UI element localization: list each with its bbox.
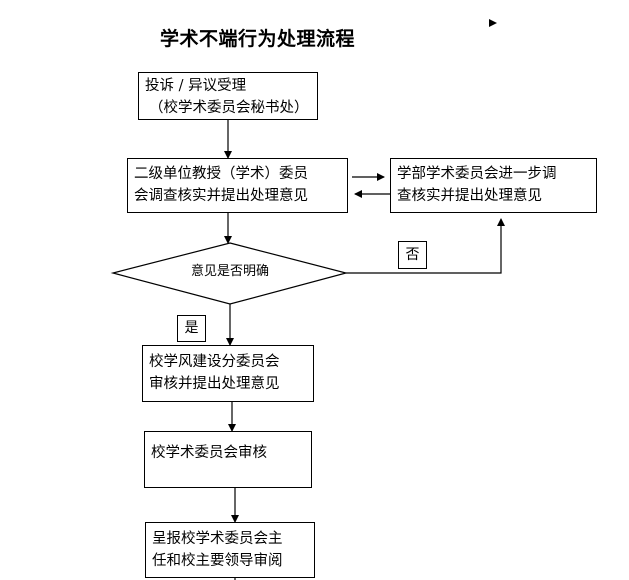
no-tag: 否 [398, 241, 427, 269]
academic-committee-line1: 校学术委员会审核 [151, 445, 267, 461]
faculty-review-box: 学部学术委员会进一步调 查核实并提出处理意见 [390, 158, 597, 213]
academic-committee-box: 校学术委员会审核 [144, 431, 312, 488]
page-title: 学术不端行为处理流程 [160, 28, 356, 50]
style-committee-box: 校学风建设分委员会 审核并提出处理意见 [142, 345, 314, 402]
style-committee-line1: 校学风建设分委员会 [149, 354, 280, 370]
complaint-intake-line2: （校学术委员会秘书处） [149, 100, 309, 116]
corner-mark-icon [489, 19, 497, 27]
second-level-review-box: 二级单位教授（学术）委员 会调查核实并提出处理意见 [127, 158, 348, 213]
decision-label: 意见是否明确 [190, 264, 269, 279]
report-line2: 任和校主要领导审阅 [152, 553, 283, 569]
second-level-line1: 二级单位教授（学术）委员 [134, 166, 308, 182]
complaint-intake-box: 投诉 / 异议受理 （校学术委员会秘书处） [138, 72, 318, 120]
faculty-line2: 查核实并提出处理意见 [397, 188, 542, 204]
report-box: 呈报校学术委员会主 任和校主要领导审阅 [145, 522, 315, 578]
second-level-line2: 会调查核实并提出处理意见 [134, 188, 308, 204]
yes-tag: 是 [177, 315, 206, 342]
arrow-no-to-faculty [346, 218, 505, 274]
complaint-intake-line1: 投诉 / 异议受理 [145, 78, 247, 94]
style-committee-line2: 审核并提出处理意见 [149, 376, 280, 392]
report-line1: 呈报校学术委员会主 [152, 531, 283, 547]
faculty-line1: 学部学术委员会进一步调 [397, 166, 557, 182]
